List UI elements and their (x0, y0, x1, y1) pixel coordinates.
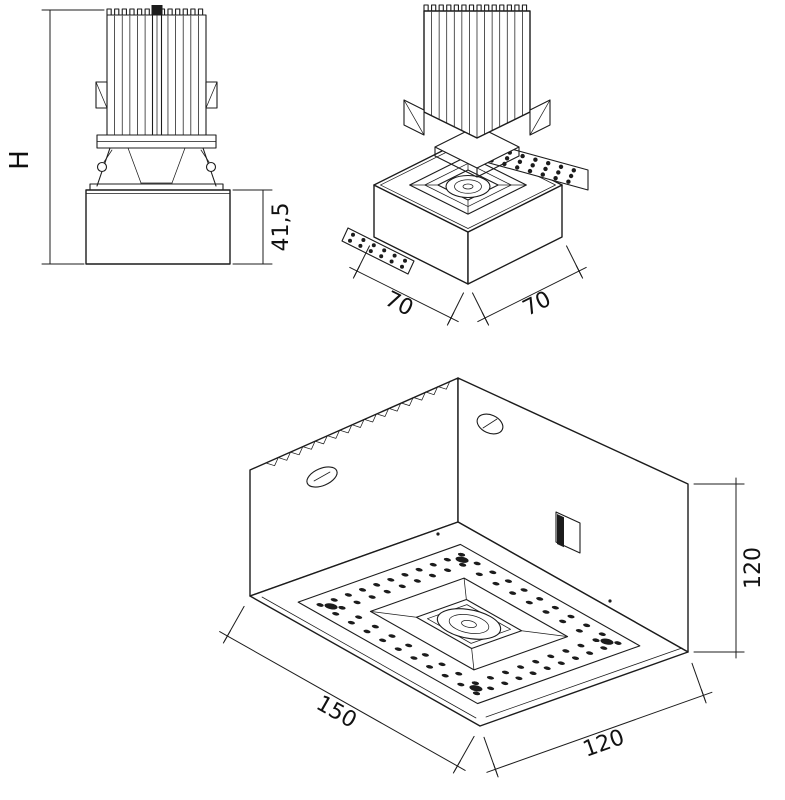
dim-label-module-width-70: 70 (381, 287, 417, 322)
dim-label-module-depth-70: 70 (519, 287, 555, 322)
dimension-housing-height: 120 (693, 477, 766, 659)
module-iso-view: 70 70 (341, 4, 589, 326)
housing-screw-hole-right (476, 413, 504, 435)
dim-label-recess-41-5: 41,5 (269, 203, 294, 252)
housing-knockout (555, 511, 581, 554)
module-mounting-clips (403, 99, 551, 136)
dim-label-housing-height-120: 120 (741, 547, 766, 589)
front-housing-box (85, 189, 231, 265)
front-trim (89, 147, 224, 191)
housing-serrated-edge (265, 380, 451, 467)
module-heatsink-base (434, 125, 520, 178)
module-trim-recess (409, 155, 527, 215)
module-lens (445, 174, 491, 199)
housing-face-details (306, 413, 612, 603)
dimension-recess-depth: 41,5 (232, 189, 294, 265)
housing-screw-hole-left (306, 466, 338, 488)
dim-label-housing-depth-120: 120 (580, 725, 628, 763)
flange-perforations (316, 552, 622, 696)
strip-perforations (348, 232, 407, 269)
housing-flange (298, 544, 640, 703)
housing-iso-view: 150 120 120 (219, 377, 766, 778)
front-heatsink-pin (151, 5, 163, 15)
module-heatsink (423, 4, 531, 139)
front-heatsink (95, 5, 218, 149)
dim-label-h: H (5, 150, 35, 170)
plate-perforations (489, 146, 576, 184)
module-perforated-strip (341, 227, 415, 275)
dimension-height-h: H (5, 9, 105, 265)
front-view: H 41,5 (5, 5, 294, 265)
dim-label-housing-width-150: 150 (312, 691, 361, 733)
